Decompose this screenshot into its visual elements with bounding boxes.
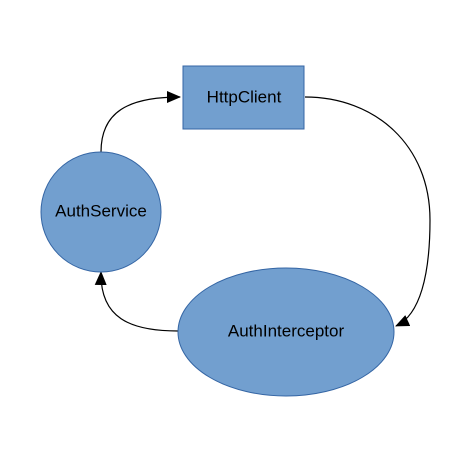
edge-authinterceptor-to-authservice <box>94 271 179 332</box>
node-authservice: AuthService <box>40 151 162 273</box>
authinterceptor-ellipse <box>177 267 395 397</box>
edge-httpclient-to-authinterceptor <box>304 96 431 327</box>
authinterceptor-label: AuthInterceptor <box>228 321 345 340</box>
authservice-circle <box>40 151 162 273</box>
edge-authservice-to-httpclient <box>100 91 181 153</box>
httpclient-box <box>182 65 305 130</box>
authservice-label: AuthService <box>55 201 147 220</box>
httpclient-label: HttpClient <box>207 87 282 106</box>
node-httpclient: HttpClient <box>182 65 305 130</box>
node-authinterceptor: AuthInterceptor <box>177 267 395 397</box>
